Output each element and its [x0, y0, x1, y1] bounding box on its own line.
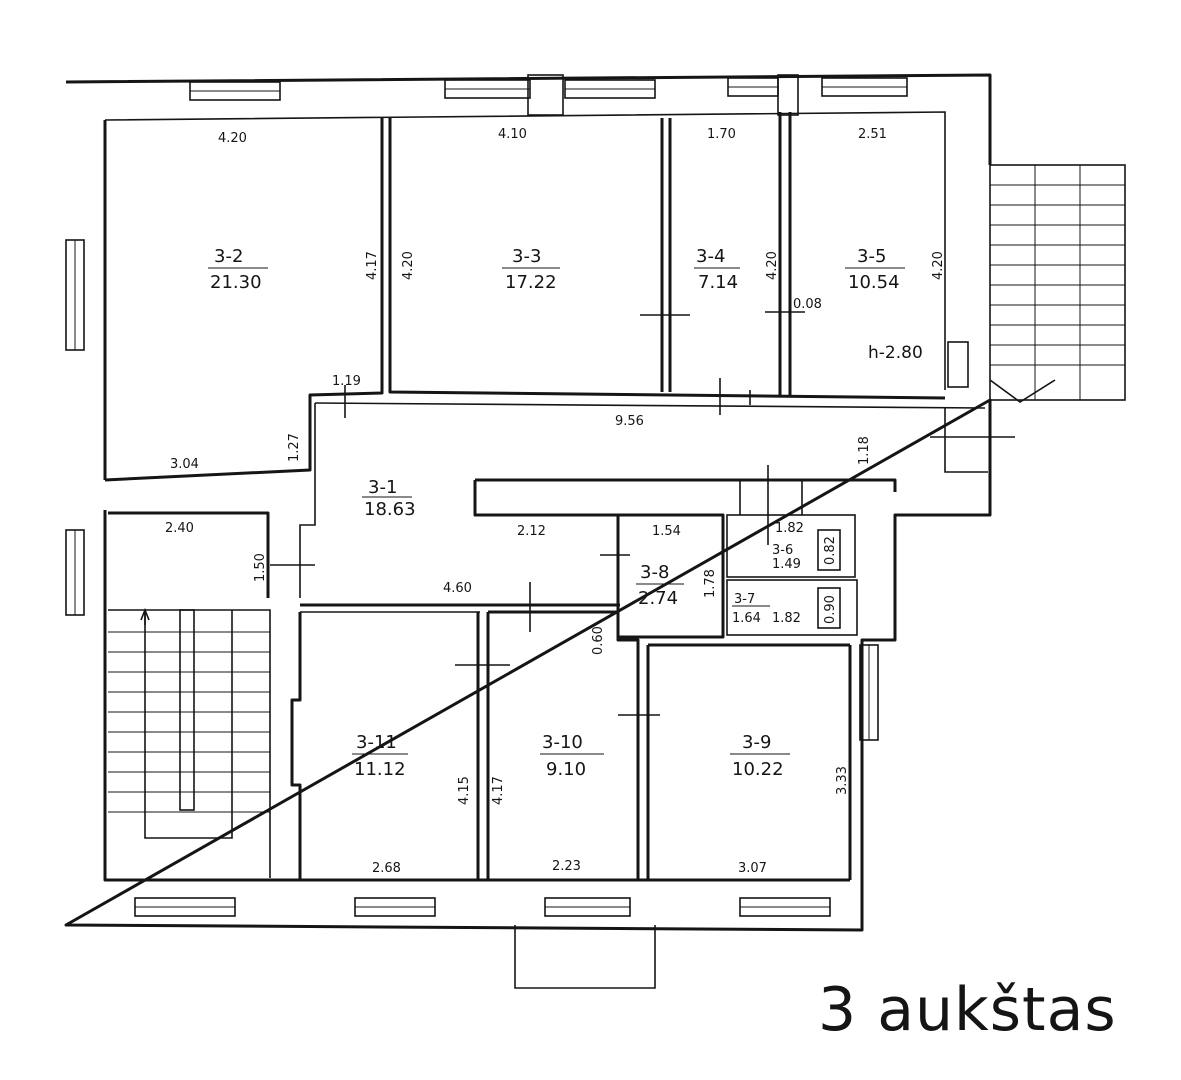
dim-label: 4.10	[498, 127, 527, 142]
room-3-1-id: 3-1	[368, 477, 397, 498]
dim-label: 1.82	[772, 611, 801, 626]
dim-label: 3.07	[738, 861, 767, 876]
dim-label: 2.40	[165, 521, 194, 536]
dim-label: 1.82	[775, 521, 804, 536]
room-3-2-id: 3-2	[214, 246, 243, 267]
dim-label: 1.78	[703, 569, 718, 598]
room-3-11-id: 3-11	[356, 732, 397, 753]
dim-label: 1.50	[253, 553, 268, 582]
outer-walls	[64, 73, 992, 989]
room-3-3-area: 17.22	[505, 272, 557, 293]
room-3-4-id: 3-4	[696, 246, 725, 267]
dim-label: 1.27	[287, 433, 302, 462]
ceiling-height-label: h-2.80	[868, 343, 923, 363]
dim-label: 2.51	[858, 127, 887, 142]
room-3-3-id: 3-3	[512, 246, 541, 267]
floor-title: 3 aukštas	[818, 975, 1117, 1045]
room-3-7-area: 1.64	[732, 611, 761, 626]
room-labels: 3-2 21.30 3-3 17.22 3-4 7.14 3-5 10.54 3…	[208, 246, 923, 780]
room-3-2-area: 21.30	[210, 272, 262, 293]
dimension-labels: 4.20 4.10 1.70 2.51 4.17 4.20 4.20 4.20 …	[165, 127, 946, 876]
interior-walls	[104, 112, 988, 880]
dim-label: 2.12	[517, 524, 546, 539]
room-3-6-id: 3-6	[772, 543, 793, 558]
dim-label: 4.20	[401, 251, 416, 280]
room-3-9-id: 3-9	[742, 732, 771, 753]
room-3-4-area: 7.14	[698, 272, 738, 293]
room-3-8-area: 2.74	[638, 588, 678, 609]
room-3-9-area: 10.22	[732, 759, 784, 780]
room-3-10-id: 3-10	[542, 732, 583, 753]
dim-label: 1.54	[652, 524, 681, 539]
dim-label: 4.60	[443, 581, 472, 596]
dim-label: 3.04	[170, 457, 199, 472]
room-3-8-id: 3-8	[640, 562, 669, 583]
dim-label: 1.70	[707, 127, 736, 142]
dim-label: 2.68	[372, 861, 401, 876]
dim-label: 2.23	[552, 859, 581, 874]
dim-label: 0.82	[823, 536, 838, 565]
dim-label: 1.19	[332, 374, 361, 389]
dim-label: 4.17	[365, 251, 380, 280]
dim-label: 4.20	[931, 251, 946, 280]
room-3-5-id: 3-5	[857, 246, 886, 267]
room-3-11-area: 11.12	[354, 759, 406, 780]
outdoor-staircase	[947, 164, 1126, 403]
dim-label: 9.56	[615, 414, 644, 429]
dim-label: 4.17	[491, 776, 506, 805]
dim-label: 0.08	[793, 297, 822, 312]
dim-label: 4.20	[218, 131, 247, 146]
room-3-6-area: 1.49	[772, 557, 801, 572]
dim-label: 4.15	[457, 776, 472, 805]
dim-label: 3.33	[835, 766, 850, 795]
door-marks	[270, 311, 1015, 716]
dim-label: 0.60	[591, 626, 606, 655]
room-3-10-area: 9.10	[546, 759, 586, 780]
interior-staircase	[108, 607, 271, 878]
dim-label: 0.90	[823, 595, 838, 624]
room-3-1-area: 18.63	[364, 499, 416, 520]
dim-label: 4.20	[765, 251, 780, 280]
dim-label: 1.18	[857, 436, 872, 465]
room-3-7-id: 3-7	[734, 592, 755, 607]
room-3-5-area: 10.54	[848, 272, 900, 293]
